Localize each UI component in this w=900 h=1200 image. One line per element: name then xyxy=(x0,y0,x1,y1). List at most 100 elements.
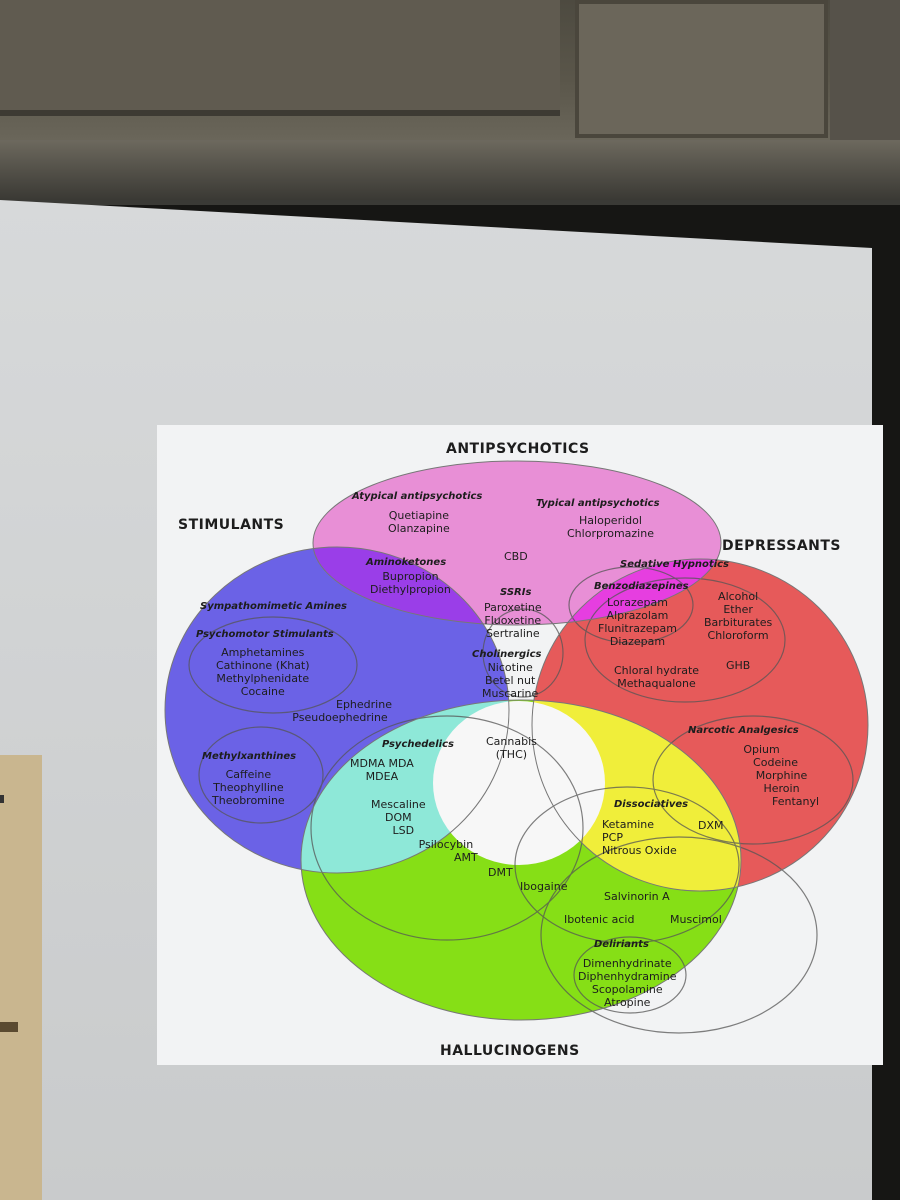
category-stimulants: STIMULANTS xyxy=(178,517,285,533)
benzodiazepines-subcircle xyxy=(568,566,694,644)
drug-pseudoephedrine: Pseudoephedrine xyxy=(292,711,388,724)
psychomotor-list: Amphetamines Cathinone (Khat) Methylphen… xyxy=(216,646,310,698)
side-poster xyxy=(0,755,42,1200)
drug-sertraline: Sertraline xyxy=(485,627,540,640)
drug-dxm: DXM xyxy=(698,819,724,832)
typical-list: Haloperidol Chlorpromazine xyxy=(567,514,654,540)
deliriants-subcircle xyxy=(573,936,687,1014)
chloral-list: Chloral hydrate Methaqualone xyxy=(614,664,699,690)
drug-mdma-mda: MDMA MDA xyxy=(350,757,414,770)
drug-chlorpromazine: Chlorpromazine xyxy=(567,527,654,540)
drug-caffeine: Caffeine xyxy=(225,768,272,781)
category-antipsychotics: ANTIPSYCHOTICS xyxy=(446,441,590,457)
depressants-outline xyxy=(531,558,869,892)
cholinergics-list: Nicotine Betel nut Muscarine xyxy=(482,661,538,700)
drug-diethylpropion: Diethylpropion xyxy=(370,583,451,596)
benzodiazepines-list: Lorazepam Alprazolam Flunitrazepam Diaze… xyxy=(598,596,677,648)
drug-cbd: CBD xyxy=(504,550,528,563)
sedative-hypnotics-subcircle xyxy=(584,577,786,703)
wall-panel xyxy=(0,0,560,116)
group-atypical-antipsychotics: Atypical antipsychotics xyxy=(352,491,483,502)
stimulants-outline xyxy=(164,546,510,874)
group-ssris: SSRIs xyxy=(500,587,532,598)
drug-heroin: Heroin xyxy=(763,782,800,795)
drug-ketamine: Ketamine xyxy=(602,818,654,831)
drug-atropine: Atropine xyxy=(604,996,651,1009)
cannabis-list: Cannabis (THC) xyxy=(486,735,537,761)
hallucinogens-outline xyxy=(300,699,742,1021)
drug-chloroform: Chloroform xyxy=(707,629,769,642)
drug-scopolamine: Scopolamine xyxy=(591,983,663,996)
deliriants-list: Dimenhydrinate Diphenhydramine Scopolami… xyxy=(578,957,676,1009)
drug-dom: DOM xyxy=(385,811,412,824)
group-dissociatives: Dissociatives xyxy=(614,799,689,810)
cannabis-core xyxy=(433,701,605,865)
drug-opium: Opium xyxy=(743,743,780,756)
group-narcotic-analgesics: Narcotic Analgesics xyxy=(688,725,799,736)
wall-panel xyxy=(830,0,900,140)
drug-codeine: Codeine xyxy=(753,756,799,769)
group-sedative-hypnotics: Sedative Hypnotics xyxy=(620,559,730,570)
group-cholinergics: Cholinergics xyxy=(472,649,542,660)
sedatives-list: Alcohol Ether Barbiturates Chloroform xyxy=(704,590,772,642)
drug-diazepam: Diazepam xyxy=(609,635,666,648)
drug-alcohol: Alcohol xyxy=(718,590,759,603)
drug-muscimol: Muscimol xyxy=(670,913,722,926)
drug-methylphenidate: Methylphenidate xyxy=(216,672,310,685)
psychedelics-subcircle xyxy=(310,715,584,941)
methylxanthines-list: Caffeine Theophylline Theobromine xyxy=(212,768,285,807)
ssris-list: Paroxetine Fluoxetine Sertraline xyxy=(484,601,542,640)
drug-dmt: DMT xyxy=(488,866,513,879)
drug-mescaline: Mescaline xyxy=(371,798,426,811)
narcotic-list: Opium Codeine Morphine Heroin Fentanyl xyxy=(732,743,819,808)
drug-diphenhydramine: Diphenhydramine xyxy=(578,970,677,983)
narcotic-analgesics-subcircle xyxy=(652,715,854,845)
group-deliriants: Deliriants xyxy=(594,939,649,950)
cholinergics-subcircle xyxy=(482,608,564,698)
drug-fluoxetine: Fluoxetine xyxy=(484,614,542,627)
drug-cocaine: Cocaine xyxy=(240,685,285,698)
drug-nitrous-oxide: Nitrous Oxide xyxy=(602,844,677,857)
drug-methaqualone: Methaqualone xyxy=(617,677,696,690)
drug-lsd: LSD xyxy=(392,824,415,837)
group-benzodiazepines: Benzodiazepines xyxy=(594,581,689,592)
group-aminoketones: Aminoketones xyxy=(366,557,447,568)
tryptamine-list: Psilocybin AMT xyxy=(414,838,478,864)
drug-betel-nut: Betel nut xyxy=(485,674,536,687)
drug-cannabis: Cannabis xyxy=(486,735,537,748)
dissociatives-subcircle xyxy=(514,786,740,944)
drug-ether: Ether xyxy=(723,603,753,616)
stimulant-hallucinogen-overlap xyxy=(301,700,509,873)
side-poster-mark xyxy=(0,1022,18,1032)
group-psychedelics: Psychedelics xyxy=(382,739,454,750)
side-poster-mark xyxy=(0,795,4,803)
drug-lorazepam: Lorazepam xyxy=(607,596,668,609)
drug-fentanyl: Fentanyl xyxy=(772,795,820,808)
drug-classification-venn xyxy=(164,460,869,1034)
drug-alprazolam: Alprazolam xyxy=(606,609,669,622)
drug-barbiturates: Barbiturates xyxy=(704,616,773,629)
drug-morphine: Morphine xyxy=(755,769,808,782)
drug-mdea: MDEA xyxy=(365,770,399,783)
hallucinogen-lower-subcircle xyxy=(540,836,818,1034)
drug-dimenhydrinate: Dimenhydrinate xyxy=(582,957,672,970)
group-methylxanthines: Methylxanthines xyxy=(202,751,297,762)
drug-salvinorin-a: Salvinorin A xyxy=(604,890,670,903)
category-depressants: DEPRESSANTS xyxy=(722,538,842,554)
drug-ibogaine: Ibogaine xyxy=(520,880,568,893)
dissociatives-list: Ketamine PCP Nitrous Oxide xyxy=(602,818,677,857)
phenethylamine-list: MDMA MDA MDEA xyxy=(350,757,414,783)
drug-pcp: PCP xyxy=(602,831,623,844)
wall-trim xyxy=(0,140,900,200)
drug-bupropion: Bupropion xyxy=(382,570,439,583)
drug-ephedrine: Ephedrine xyxy=(336,698,392,711)
drug-muscarine: Muscarine xyxy=(482,687,539,700)
group-psychomotor-stimulants: Psychomotor Stimulants xyxy=(196,629,334,640)
aminoketones-list: Bupropion Diethylpropion xyxy=(370,570,451,596)
drug-thc: (THC) xyxy=(495,748,528,761)
drug-haloperidol: Haloperidol xyxy=(579,514,642,527)
group-typical-antipsychotics: Typical antipsychotics xyxy=(536,498,660,509)
wall-panel xyxy=(575,0,828,138)
drug-theobromine: Theobromine xyxy=(212,794,285,807)
drug-ibotenic-acid: Ibotenic acid xyxy=(564,913,635,926)
